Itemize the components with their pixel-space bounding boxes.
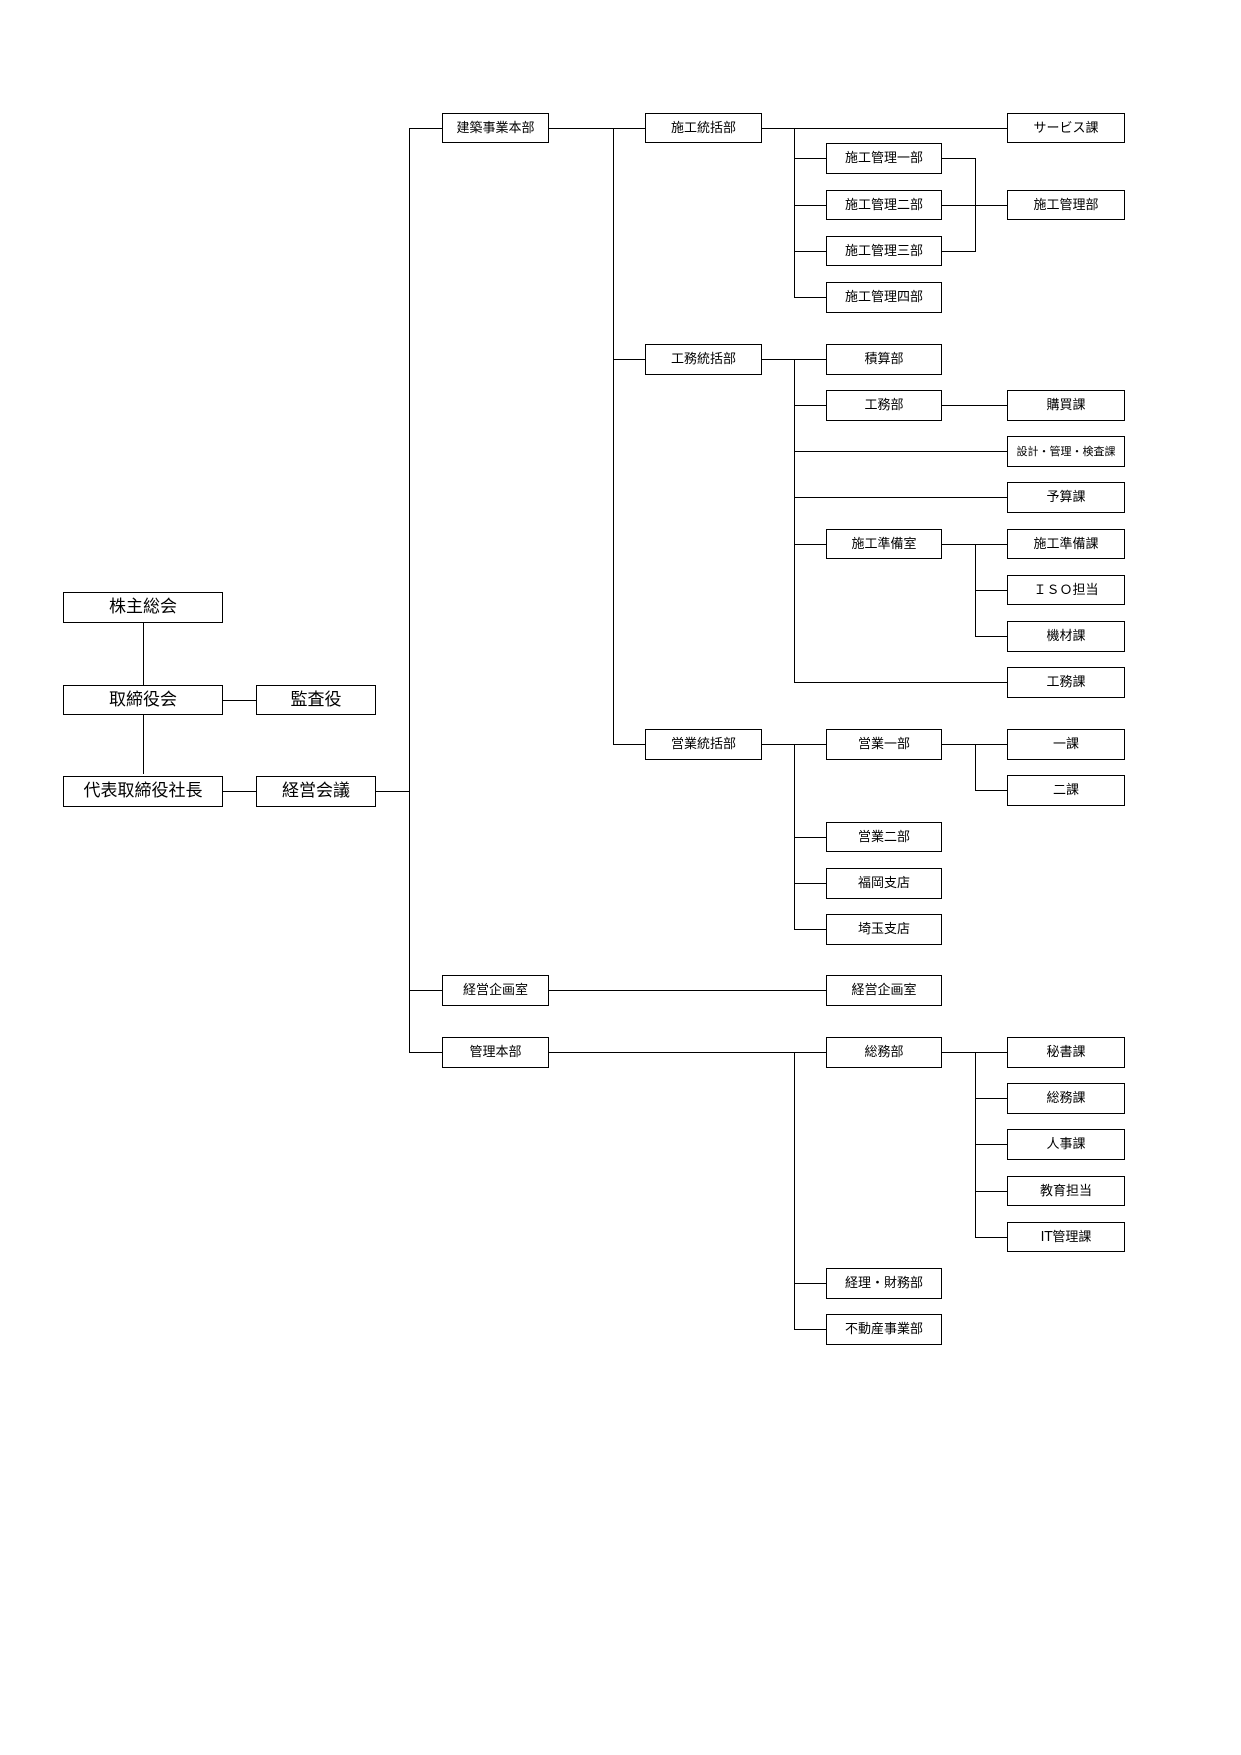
- node-service-section: サービス課: [1007, 113, 1125, 143]
- connector-line: [942, 158, 975, 160]
- node-planning-office-child: 経営企画室: [826, 975, 942, 1006]
- connector-line: [794, 405, 826, 407]
- node-iso: ＩＳＯ担当: [1007, 575, 1125, 605]
- node-prep-section: 施工準備課: [1007, 529, 1125, 559]
- node-engineering-section: 工務課: [1007, 667, 1125, 698]
- connector-line: [794, 837, 826, 839]
- connector-line: [409, 128, 411, 1053]
- connector-line: [549, 1052, 826, 1054]
- node-planning-office: 経営企画室: [442, 975, 549, 1006]
- connector-line: [942, 744, 1007, 746]
- connector-line: [794, 497, 1007, 499]
- node-sales-dept-1: 営業一部: [826, 729, 942, 760]
- node-mgmt-dept-2: 施工管理二部: [826, 190, 942, 220]
- node-mgmt-dept-1: 施工管理一部: [826, 143, 942, 174]
- connector-line: [794, 929, 826, 931]
- node-auditor: 監査役: [256, 685, 376, 715]
- connector-line: [223, 791, 256, 793]
- node-real-estate-dept: 不動産事業部: [826, 1314, 942, 1345]
- node-secretary-section: 秘書課: [1007, 1037, 1125, 1068]
- connector-line: [794, 158, 826, 160]
- connector-line: [794, 1329, 826, 1331]
- connector-line: [794, 251, 826, 253]
- connector-line: [794, 297, 826, 299]
- connector-line: [794, 883, 826, 885]
- node-engineering-dept: 工務部: [826, 390, 942, 421]
- node-design-section: 設計・管理・検査課: [1007, 436, 1125, 467]
- connector-line: [549, 990, 826, 992]
- node-general-affairs-section: 総務課: [1007, 1083, 1125, 1114]
- connector-line: [794, 682, 1007, 684]
- connector-line: [223, 700, 256, 702]
- node-admin-hq: 管理本部: [442, 1037, 549, 1068]
- connector-line: [942, 205, 1007, 207]
- connector-line: [549, 128, 645, 130]
- connector-line: [975, 1191, 1007, 1193]
- connector-line: [975, 636, 1007, 638]
- node-engineering-control: 工務統括部: [645, 344, 762, 375]
- connector-line: [942, 251, 975, 253]
- connector-line: [975, 1098, 1007, 1100]
- node-section-2: 二課: [1007, 775, 1125, 806]
- node-estimating-dept: 積算部: [826, 344, 942, 375]
- connector-line: [794, 205, 826, 207]
- connector-line: [794, 359, 796, 682]
- node-president: 代表取締役社長: [63, 776, 223, 807]
- node-fukuoka-branch: 福岡支店: [826, 868, 942, 899]
- node-equipment-section: 機材課: [1007, 621, 1125, 652]
- connector-line: [409, 1052, 442, 1054]
- connector-line: [613, 359, 645, 361]
- node-mgmt-dept-4: 施工管理四部: [826, 282, 942, 313]
- node-purchasing-section: 購買課: [1007, 390, 1125, 421]
- connector-line: [143, 715, 145, 774]
- connector-line: [794, 1052, 796, 1330]
- connector-line: [794, 128, 796, 297]
- node-budget-section: 予算課: [1007, 482, 1125, 513]
- node-sales-dept-2: 営業二部: [826, 822, 942, 852]
- connector-line: [376, 791, 409, 793]
- node-sales-control: 営業統括部: [645, 729, 762, 760]
- node-section-1: 一課: [1007, 729, 1125, 760]
- node-management-meeting: 経営会議: [256, 776, 376, 807]
- node-finance-dept: 経理・財務部: [826, 1268, 942, 1299]
- node-board-of-directors: 取締役会: [63, 685, 223, 715]
- connector-line: [975, 158, 977, 252]
- node-saitama-branch: 埼玉支店: [826, 914, 942, 945]
- node-mgmt-dept-3: 施工管理三部: [826, 236, 942, 266]
- connector-line: [613, 128, 615, 745]
- connector-line: [975, 790, 1007, 792]
- connector-line: [975, 1144, 1007, 1146]
- connector-line: [794, 451, 1007, 453]
- connector-line: [794, 1283, 826, 1285]
- connector-line: [794, 544, 826, 546]
- node-education: 教育担当: [1007, 1176, 1125, 1206]
- connector-line: [942, 1052, 1007, 1054]
- connector-line: [613, 744, 645, 746]
- connector-line: [143, 623, 145, 686]
- node-hr-section: 人事課: [1007, 1129, 1125, 1160]
- connector-line: [942, 405, 1007, 407]
- node-mgmt-dept: 施工管理部: [1007, 190, 1125, 220]
- connector-line: [975, 590, 1007, 592]
- node-general-affairs-dept: 総務部: [826, 1037, 942, 1068]
- node-it-section: IT管理課: [1007, 1222, 1125, 1252]
- connector-line: [942, 544, 1007, 546]
- node-prep-office: 施工準備室: [826, 529, 942, 559]
- node-construction-control: 施工統括部: [645, 113, 762, 143]
- connector-line: [762, 128, 1007, 130]
- connector-line: [409, 128, 442, 130]
- node-shareholders-meeting: 株主総会: [63, 592, 223, 623]
- connector-line: [409, 990, 442, 992]
- connector-line: [975, 744, 977, 791]
- connector-line: [975, 1237, 1007, 1239]
- node-construction-hq: 建築事業本部: [442, 113, 549, 143]
